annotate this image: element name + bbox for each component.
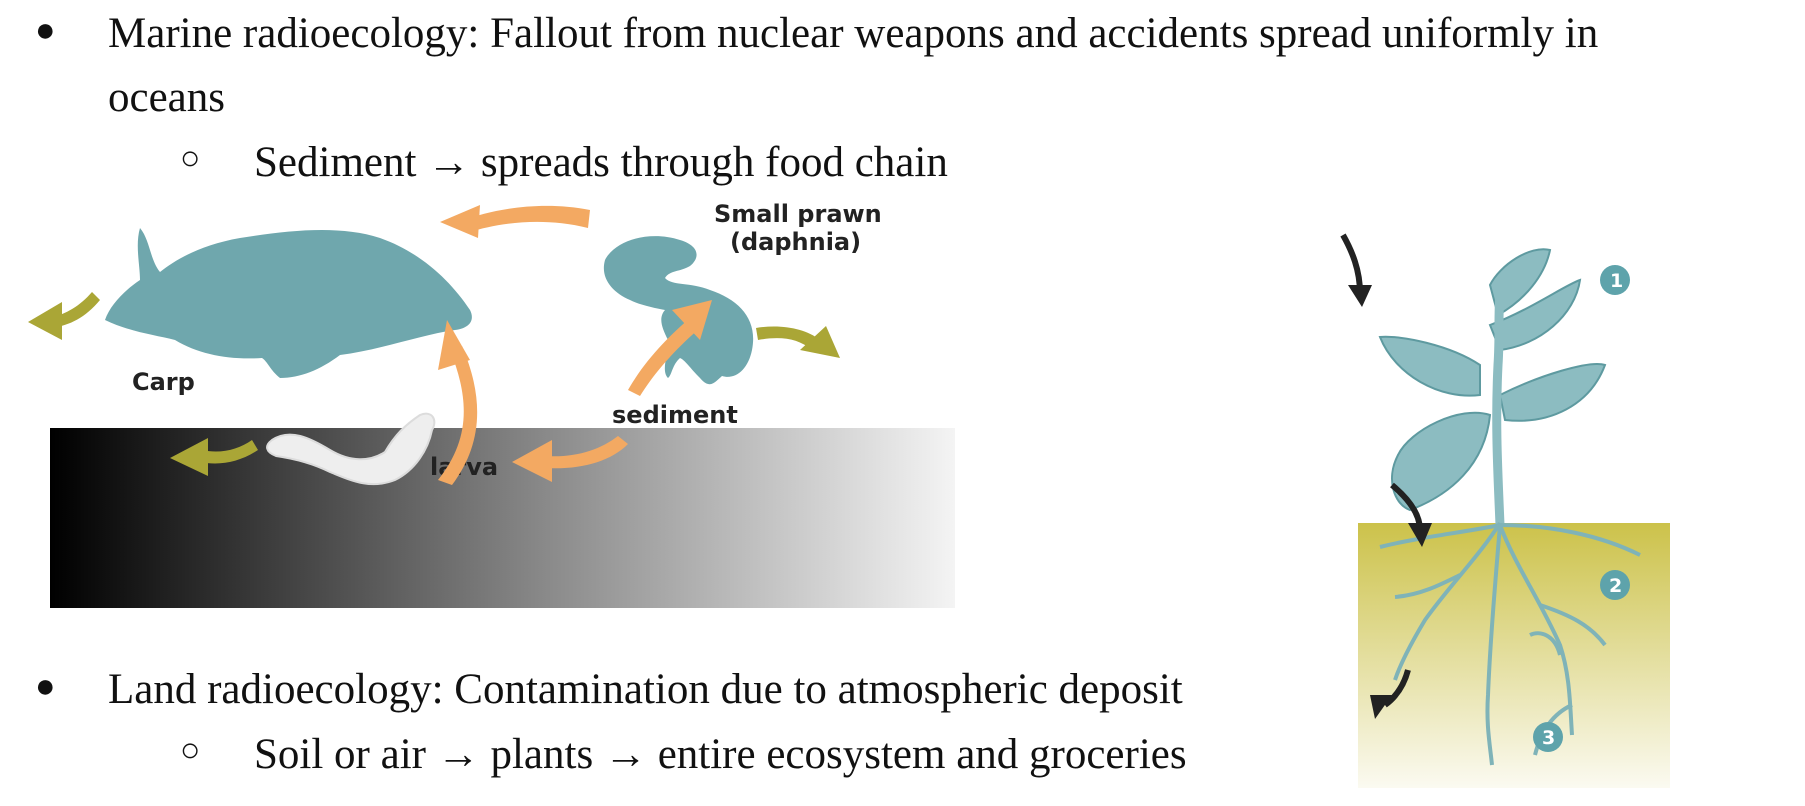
step-arrow-3-head [1370, 695, 1392, 719]
orange-arrow-sediment-to-larva [512, 436, 628, 482]
soil-area [1358, 523, 1670, 788]
orange-arrow-larva-to-carp [438, 320, 478, 485]
prawn-label-line2: (daphnia) [730, 228, 861, 256]
sub-bullet-marker: ○ [180, 140, 201, 177]
step-badge-2 [1600, 570, 1630, 600]
carp-label: Carp [132, 368, 195, 396]
land-bullet-text: Land radioecology: Contamination due to … [108, 666, 1183, 713]
sediment-label: sediment [612, 401, 738, 429]
plant-roots [1379, 521, 1641, 766]
marine-bullet-continuation: oceans [108, 74, 225, 121]
plant-stem [1492, 294, 1505, 526]
prawn-label-line1: Small prawn [714, 200, 882, 228]
step-badge-3 [1533, 722, 1563, 752]
carp-shape [105, 228, 472, 378]
olive-arrow-prawn-out [756, 326, 840, 358]
olive-arrow-larva-out [170, 438, 258, 476]
bullet-marker: ● [35, 668, 56, 705]
step-arrow-1-head [1348, 285, 1372, 307]
plant-leaves [1378, 248, 1607, 512]
larva-shape [266, 412, 436, 486]
step-arrow-1 [1340, 233, 1363, 294]
bullet-marker: ● [35, 12, 56, 49]
orange-arrow-prawn-to-carp [440, 205, 590, 238]
sub-bullet-marker: ○ [180, 732, 201, 769]
step-label-1: 1 [1610, 270, 1623, 292]
step-label-3: 3 [1542, 727, 1555, 749]
marine-sub-bullet-text: Sediment → spreads through food chain [254, 139, 948, 186]
step-arrow-2-head [1408, 523, 1432, 547]
step-arrow-3 [1383, 669, 1411, 708]
step-label-2: 2 [1609, 575, 1622, 597]
land-sub-bullet-text: Soil or air → plants → entire ecosystem … [254, 731, 1187, 778]
marine-bullet-text: Marine radioecology: Fallout from nuclea… [108, 10, 1599, 57]
food-chain-diagram: Carp Small prawn (daphnia) larva sedimen… [28, 200, 955, 608]
olive-arrow-carp-out [28, 292, 100, 340]
plant-diagram: 1 2 3 [1340, 233, 1670, 788]
orange-arrow-sediment-to-prawn [628, 300, 712, 396]
step-badge-1 [1600, 265, 1630, 295]
